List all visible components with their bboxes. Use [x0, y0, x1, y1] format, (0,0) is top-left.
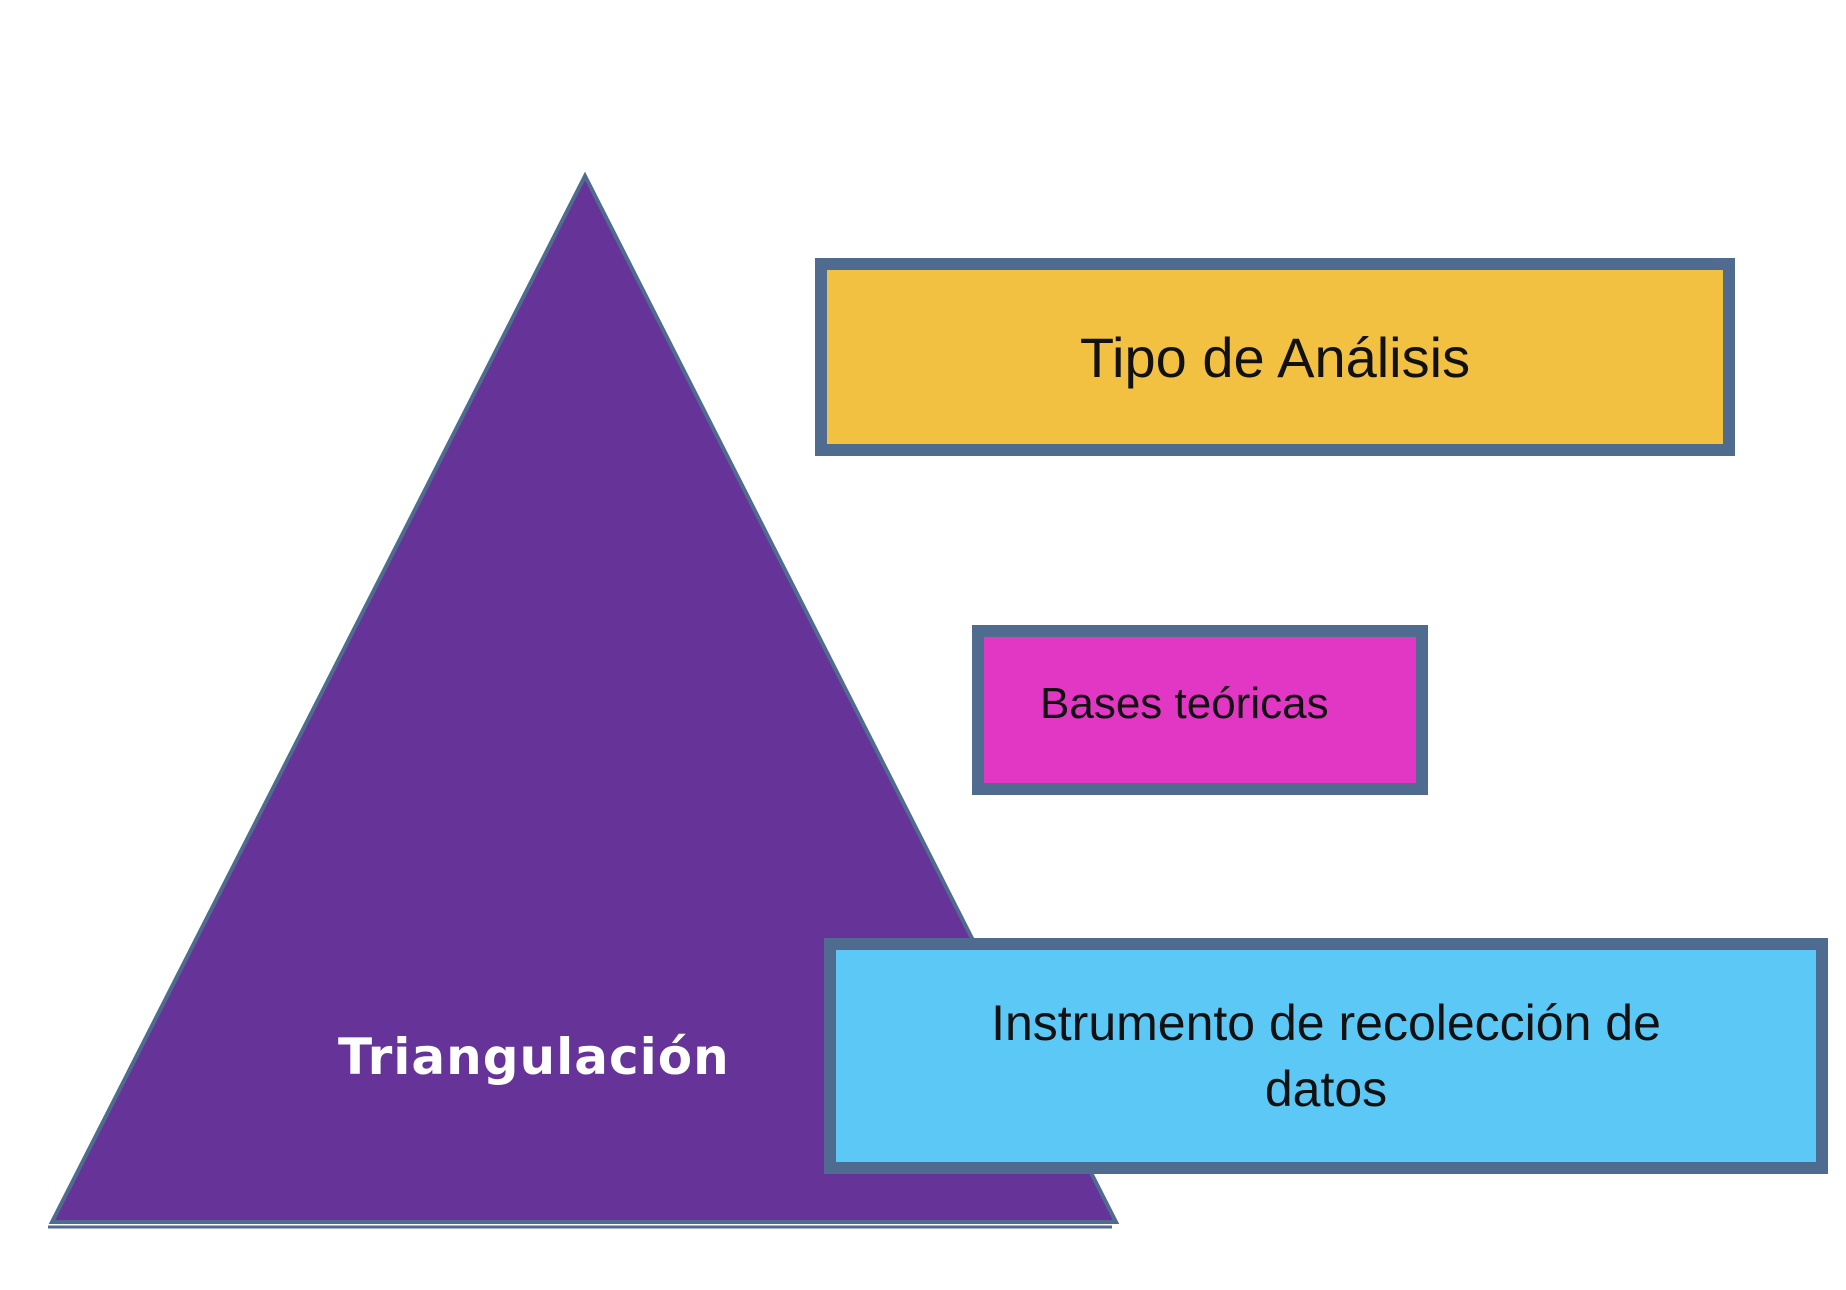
analysis-type-label: Tipo de Análisis	[1079, 325, 1471, 389]
theoretical-bases-box: Bases teóricas	[972, 625, 1428, 795]
theoretical-bases-label: Bases teóricas	[1040, 679, 1329, 728]
triangle-label: Triangulación	[338, 1028, 730, 1086]
data-collection-instrument-label: Instrumento de recolección de datos	[991, 995, 1661, 1117]
analysis-type-box: Tipo de Análisis	[815, 258, 1735, 456]
data-collection-instrument-box: Instrumento de recolección de datos	[824, 938, 1828, 1174]
